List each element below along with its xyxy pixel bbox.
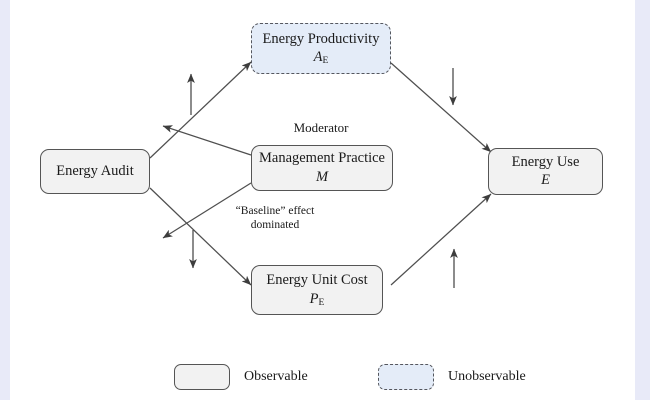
figure-page: Energy Audit Energy Productivity AE Mode…	[10, 0, 635, 400]
node-energy-productivity-symbol: AE	[313, 49, 329, 66]
node-energy-use-title: Energy Use	[511, 153, 580, 170]
edge-moderator-to-upper-path	[162, 125, 252, 156]
moderator-caption: Moderator	[293, 120, 349, 135]
node-energy-productivity[interactable]: Energy Productivity AE	[251, 23, 391, 74]
diagram-canvas: Energy Audit Energy Productivity AE Mode…	[10, 0, 635, 400]
node-energy-use-symbol: E	[541, 172, 550, 188]
legend-label-unobservable: Unobservable	[448, 369, 526, 384]
edge-audit-to-unit-cost	[149, 187, 252, 286]
node-energy-audit-title: Energy Audit	[56, 162, 134, 179]
edge-productivity-to-use	[390, 62, 492, 153]
legend-swatch-observable	[174, 364, 230, 390]
node-management-practice[interactable]: Management Practice M	[251, 145, 393, 191]
node-management-practice-symbol: M	[315, 168, 329, 185]
node-energy-unit-cost-title: Energy Unit Cost	[266, 272, 368, 289]
legend-swatch-unobservable	[378, 364, 434, 390]
node-energy-unit-cost-symbol: PE	[309, 290, 325, 308]
baseline-effect-line-1: “Baseline” effect	[235, 205, 315, 217]
edge-audit-to-productivity	[149, 61, 252, 159]
baseline-effect-line-2: dominated	[250, 219, 300, 232]
legend-item-unobservable: Unobservable	[378, 364, 526, 390]
baseline-effect-annotation: “Baseline” effect dominated	[215, 204, 335, 233]
legend-item-observable: Observable	[174, 364, 308, 390]
node-energy-audit[interactable]: Energy Audit	[40, 149, 150, 194]
node-management-practice-title: Management Practice	[258, 150, 385, 167]
legend-label-observable: Observable	[244, 369, 308, 384]
node-energy-unit-cost[interactable]: Energy Unit Cost PE	[251, 265, 383, 315]
edge-unit-cost-to-use	[390, 193, 492, 286]
node-energy-productivity-title: Energy Productivity	[262, 30, 380, 47]
node-energy-use[interactable]: Energy Use E	[488, 148, 603, 195]
